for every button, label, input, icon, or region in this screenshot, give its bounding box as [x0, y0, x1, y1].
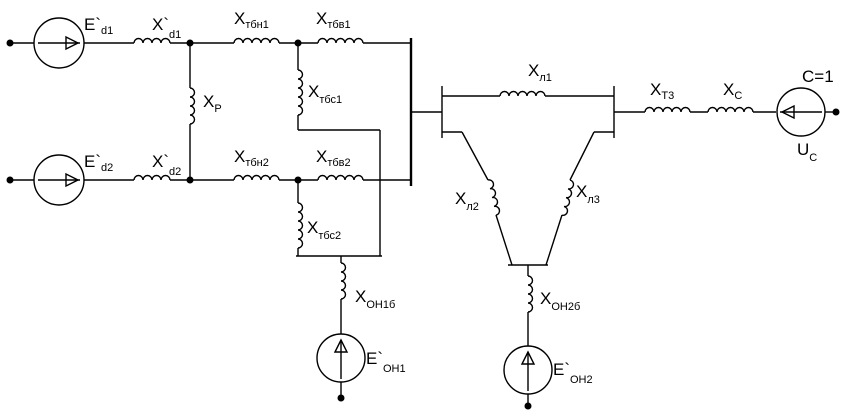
label-e-d1: E`d1 [84, 15, 113, 37]
load-branch-oh2 [503, 265, 553, 410]
reactance-c [707, 106, 754, 113]
label-uc: UС [797, 140, 817, 164]
label-tbn1: Xтбн1 [234, 9, 269, 31]
label-l3: Xл3 [576, 182, 600, 206]
label-tbv2: Xтбв2 [316, 147, 351, 169]
reactance-tbs1 [297, 69, 304, 116]
label-e-on2: E`ОН2 [553, 360, 593, 386]
reactance-tbv2 [317, 174, 364, 181]
reactance-tbs2 [297, 202, 304, 249]
label-c1: C=1 [802, 67, 834, 86]
terminal-dot-on1 [337, 394, 345, 402]
label-tbs1: Xтбс1 [308, 82, 342, 106]
reactance-tbn1 [233, 37, 280, 44]
reactance-l1 [499, 90, 546, 97]
reactor-xp [189, 43, 196, 180]
reactance-tbn2 [233, 174, 280, 181]
label-x-d1: X`d1 [152, 15, 181, 41]
label-on1: XОН1б [355, 287, 395, 311]
label-l1: Xл1 [528, 61, 552, 84]
transformer-1 [190, 37, 411, 256]
generator-branch-1 [6, 17, 194, 69]
reactance-tbv1 [317, 37, 364, 44]
label-xc: XС [723, 80, 742, 102]
label-x-d2: X`d2 [152, 152, 181, 178]
load-branch-oh1 [316, 256, 366, 402]
reactance-x-d2 [133, 174, 171, 181]
label-tbv1: Xтбв1 [316, 9, 351, 31]
line-network [411, 86, 615, 266]
label-on2: XОН2б [540, 289, 580, 313]
terminal-dot-src1 [6, 39, 14, 47]
reactance-l2 [487, 179, 501, 216]
transformer-2 [190, 174, 411, 257]
terminal-dot-src2 [6, 176, 14, 184]
generator-branch-2 [6, 154, 194, 206]
reactance-on2 [527, 275, 534, 313]
terminal-dot-on2 [524, 402, 532, 410]
reactance-on1 [340, 262, 347, 300]
label-t3: XТ3 [650, 80, 674, 102]
label-l2: Xл2 [455, 189, 479, 213]
label-e-d2: E`d2 [84, 152, 113, 174]
terminal-dot-system [832, 108, 840, 116]
label-xp: XP [203, 92, 222, 115]
label-tbs2: Xтбс2 [307, 218, 341, 242]
label-tbn2: Xтбн2 [234, 147, 269, 169]
reactance-t3 [644, 106, 691, 113]
reactance-x-d1 [133, 37, 171, 44]
reactance-l3 [561, 179, 575, 216]
system-branch [614, 87, 840, 137]
label-e-on1: E`ОН1 [366, 349, 406, 375]
